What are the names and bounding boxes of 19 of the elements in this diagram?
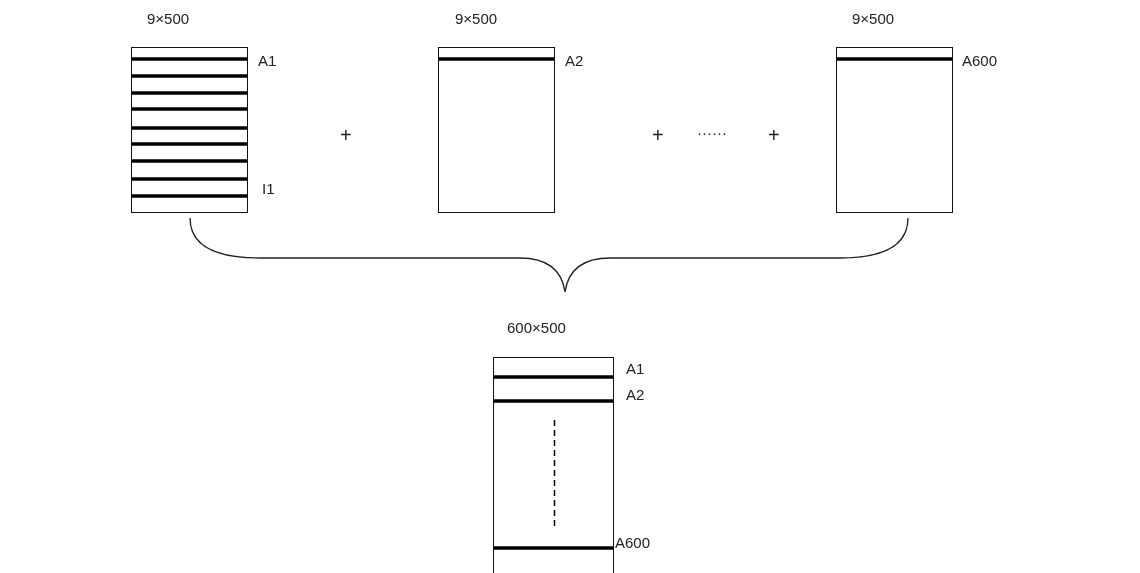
matrix-drawing [836, 47, 953, 213]
matrix-drawing [493, 357, 614, 573]
row-label: I1 [262, 180, 275, 198]
dimension-label: 9×500 [455, 10, 498, 28]
matrix-drawing [131, 47, 248, 213]
plus-sign: + [652, 126, 664, 144]
dimension-label: 9×500 [852, 10, 895, 28]
plus-sign: + [340, 126, 352, 144]
dimension-label: 600×500 [507, 319, 566, 337]
row-label: A2 [565, 52, 584, 70]
row-label: A600 [615, 534, 651, 552]
dimension-label: 9×500 [147, 10, 190, 28]
row-label: A1 [258, 52, 277, 70]
row-label: A1 [626, 360, 645, 378]
row-label: A600 [962, 52, 998, 70]
row-label: A2 [626, 386, 645, 404]
matrix-drawing [438, 47, 555, 213]
plus-sign: + [768, 126, 780, 144]
ellipsis: ······ [697, 124, 727, 142]
